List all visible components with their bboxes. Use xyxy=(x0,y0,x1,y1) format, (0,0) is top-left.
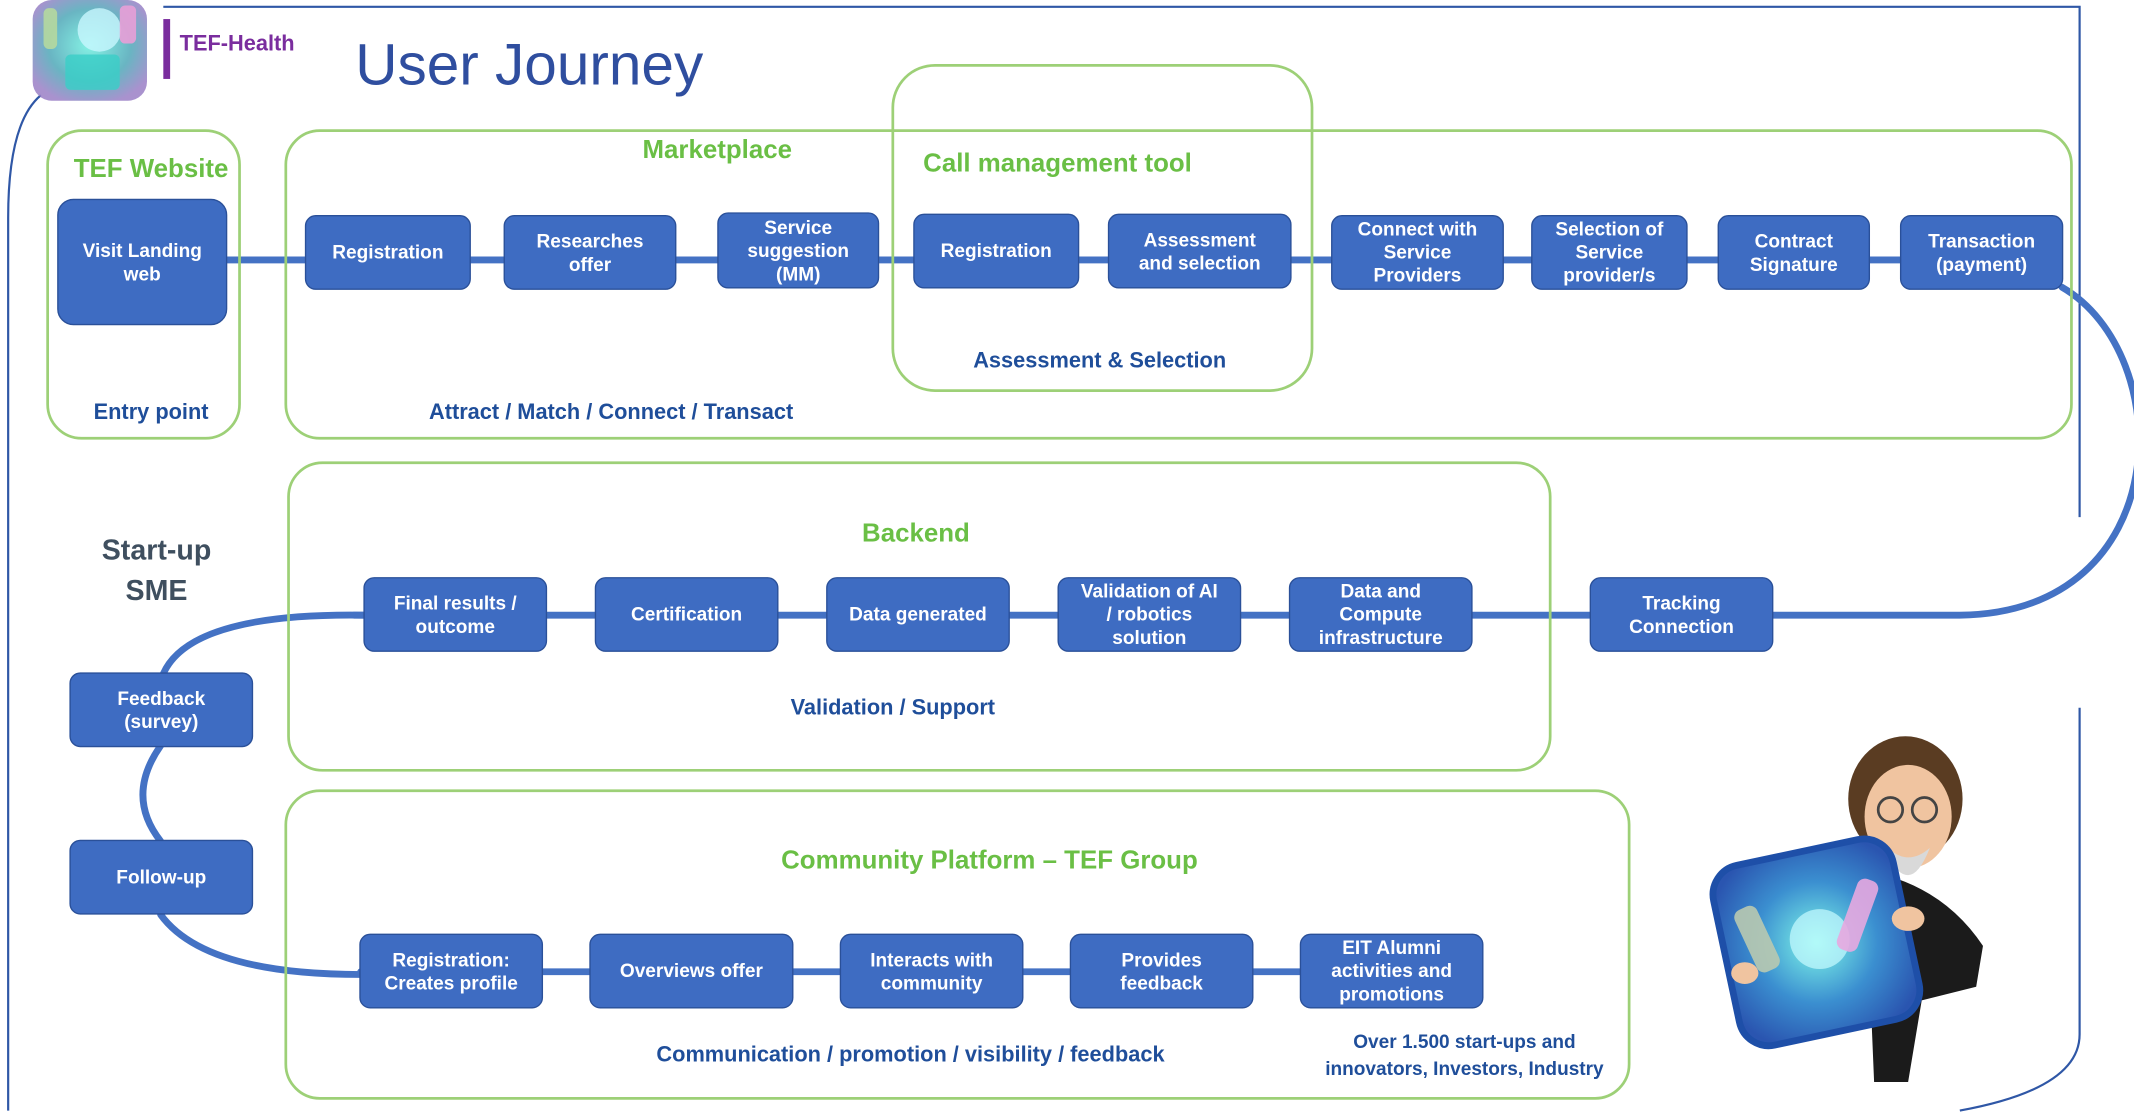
region-title-backend: Backend xyxy=(862,519,970,549)
brand-label: TEF-Health xyxy=(179,32,295,56)
step-data-generated: Data generated xyxy=(826,577,1010,652)
outer-frame-right xyxy=(1959,707,2081,1112)
step-feedback-survey: Feedback (survey) xyxy=(69,672,254,748)
path-followup-curve xyxy=(157,911,365,978)
avatar-mascot-icon xyxy=(1704,715,2001,1089)
region-title-tef-website: TEF Website xyxy=(73,155,229,184)
path-right-curve xyxy=(1765,283,2134,619)
step-interacts-community: Interacts with community xyxy=(839,933,1024,1009)
outer-frame xyxy=(163,5,2081,518)
path-feedback-followup xyxy=(139,742,165,845)
region-caption-validation-support: Validation / Support xyxy=(790,696,996,720)
tef-health-logo-icon xyxy=(24,0,155,106)
step-data-compute-infrastructure: Data and Compute infrastructure xyxy=(1288,577,1473,652)
region-title-marketplace: Marketplace xyxy=(642,136,792,165)
step-eit-alumni: EIT Alumni activities and promotions xyxy=(1299,933,1484,1009)
step-assessment-and-selection: Assessment and selection xyxy=(1107,213,1292,289)
path-left-curve xyxy=(159,611,369,678)
outer-frame-left xyxy=(7,94,42,1111)
step-tracking-connection: Tracking Connection xyxy=(1589,577,1774,652)
step-visit-landing-web: Visit Landing web xyxy=(57,198,228,326)
step-contract-signature: Contract Signature xyxy=(1717,215,1871,290)
page-title: User Journey xyxy=(355,32,704,98)
step-overviews-offer: Overviews offer xyxy=(589,933,794,1009)
step-transaction-payment: Transaction (payment) xyxy=(1899,215,2064,290)
step-researches-offer: Researches offer xyxy=(503,215,677,290)
step-service-suggestion: Service suggestion (MM) xyxy=(717,212,880,289)
region-caption-community: Communication / promotion / visibility /… xyxy=(656,1043,1165,1068)
region-call-management xyxy=(891,63,1314,392)
region-caption-assessment-selection: Assessment & Selection xyxy=(973,349,1227,373)
region-caption-entry-point: Entry point xyxy=(93,401,209,425)
region-caption-marketplace: Attract / Match / Connect / Transact xyxy=(428,401,794,425)
step-follow-up: Follow-up xyxy=(69,839,254,915)
step-selection-service-provider: Selection of Service provider/s xyxy=(1531,215,1688,290)
step-validation-ai-robotics: Validation of AI / robotics solution xyxy=(1057,577,1242,652)
step-connect-service-providers: Connect with Service Providers xyxy=(1331,215,1504,290)
region-backend xyxy=(287,461,1552,772)
step-registration-creates-profile: Registration: Creates profile xyxy=(359,933,544,1009)
startup-sme-label: Start-up SME xyxy=(101,534,212,608)
step-provides-feedback: Provides feedback xyxy=(1069,933,1254,1009)
region-title-call-management: Call management tool xyxy=(923,149,1192,179)
step-registration-call: Registration xyxy=(913,213,1080,289)
step-final-results: Final results / outcome xyxy=(363,577,548,652)
region-marketplace xyxy=(284,129,2073,440)
step-certification: Certification xyxy=(594,577,779,652)
region-tef-website xyxy=(46,129,241,440)
community-audience-note: Over 1.500 start-ups and innovators, Inv… xyxy=(1325,1030,1604,1080)
brand-divider xyxy=(163,19,171,79)
region-title-community: Community Platform – TEF Group xyxy=(781,846,1198,876)
region-community xyxy=(284,789,1631,1100)
step-registration-marketplace: Registration xyxy=(304,215,471,290)
